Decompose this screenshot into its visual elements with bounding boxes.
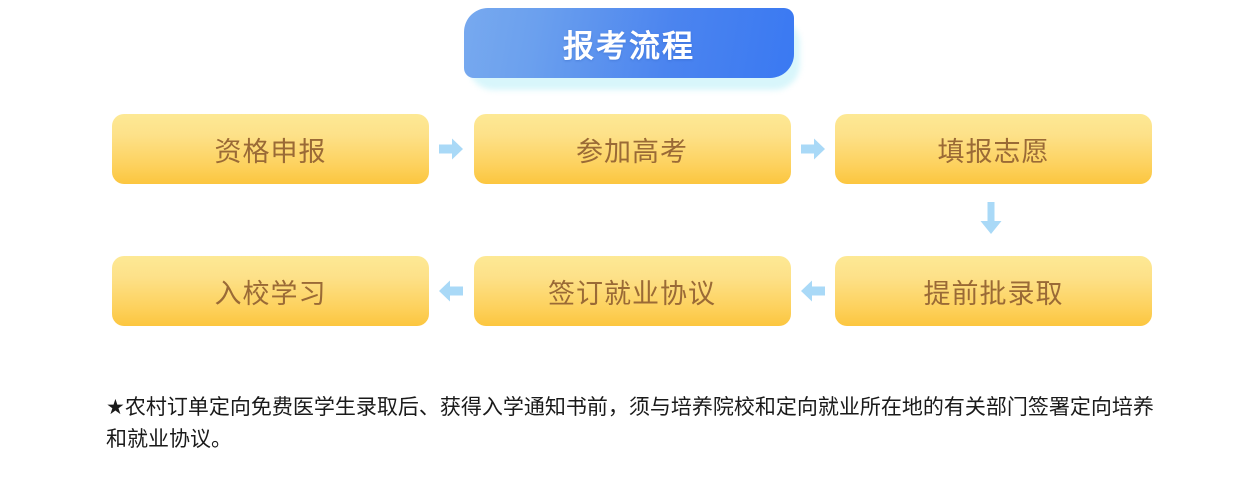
flow-node-label: 参加高考 — [576, 136, 688, 167]
flow-node-label: 提前批录取 — [923, 278, 1064, 309]
flow-connector-4 — [791, 256, 836, 326]
arrow-right-icon — [439, 138, 464, 160]
banner-pill: 报考流程 — [464, 8, 794, 78]
flow-node-early-batch-admission[interactable]: 提前批录取 — [835, 256, 1152, 326]
arrow-left-icon — [800, 280, 825, 302]
arrow-right-icon — [800, 138, 825, 160]
flow-row-2: 入校学习 签订就业协议 提前批录取 — [112, 256, 1152, 326]
arrow-down-icon — [980, 202, 1002, 234]
flow-row-1: 资格申报 参加高考 填报志愿 — [112, 114, 1152, 184]
flow-connector-vertical — [975, 196, 1007, 240]
flow-node-take-gaokao[interactable]: 参加高考 — [473, 114, 791, 184]
flow-connector-1 — [429, 114, 474, 184]
arrow-left-icon — [439, 280, 464, 302]
flow-node-label: 入校学习 — [214, 278, 327, 309]
flow-node-label: 填报志愿 — [937, 136, 1050, 167]
flow-node-enroll-study[interactable]: 入校学习 — [112, 256, 429, 326]
flow-node-sign-employment-agreement[interactable]: 签订就业协议 — [473, 256, 791, 326]
flow-node-fill-application[interactable]: 填报志愿 — [835, 114, 1152, 184]
footnote-text: ★农村订单定向免费医学生录取后、获得入学通知书前，须与培养院校和定向就业所在地的… — [106, 396, 1154, 451]
flow-node-label: 资格申报 — [214, 136, 327, 167]
flow-node-label: 签订就业协议 — [548, 278, 716, 309]
flow-connector-3 — [429, 256, 474, 326]
page-title-banner: 报考流程 — [464, 8, 800, 90]
flow-node-qualification-application[interactable]: 资格申报 — [112, 114, 429, 184]
page-title: 报考流程 — [563, 28, 695, 64]
flow-connector-2 — [791, 114, 836, 184]
